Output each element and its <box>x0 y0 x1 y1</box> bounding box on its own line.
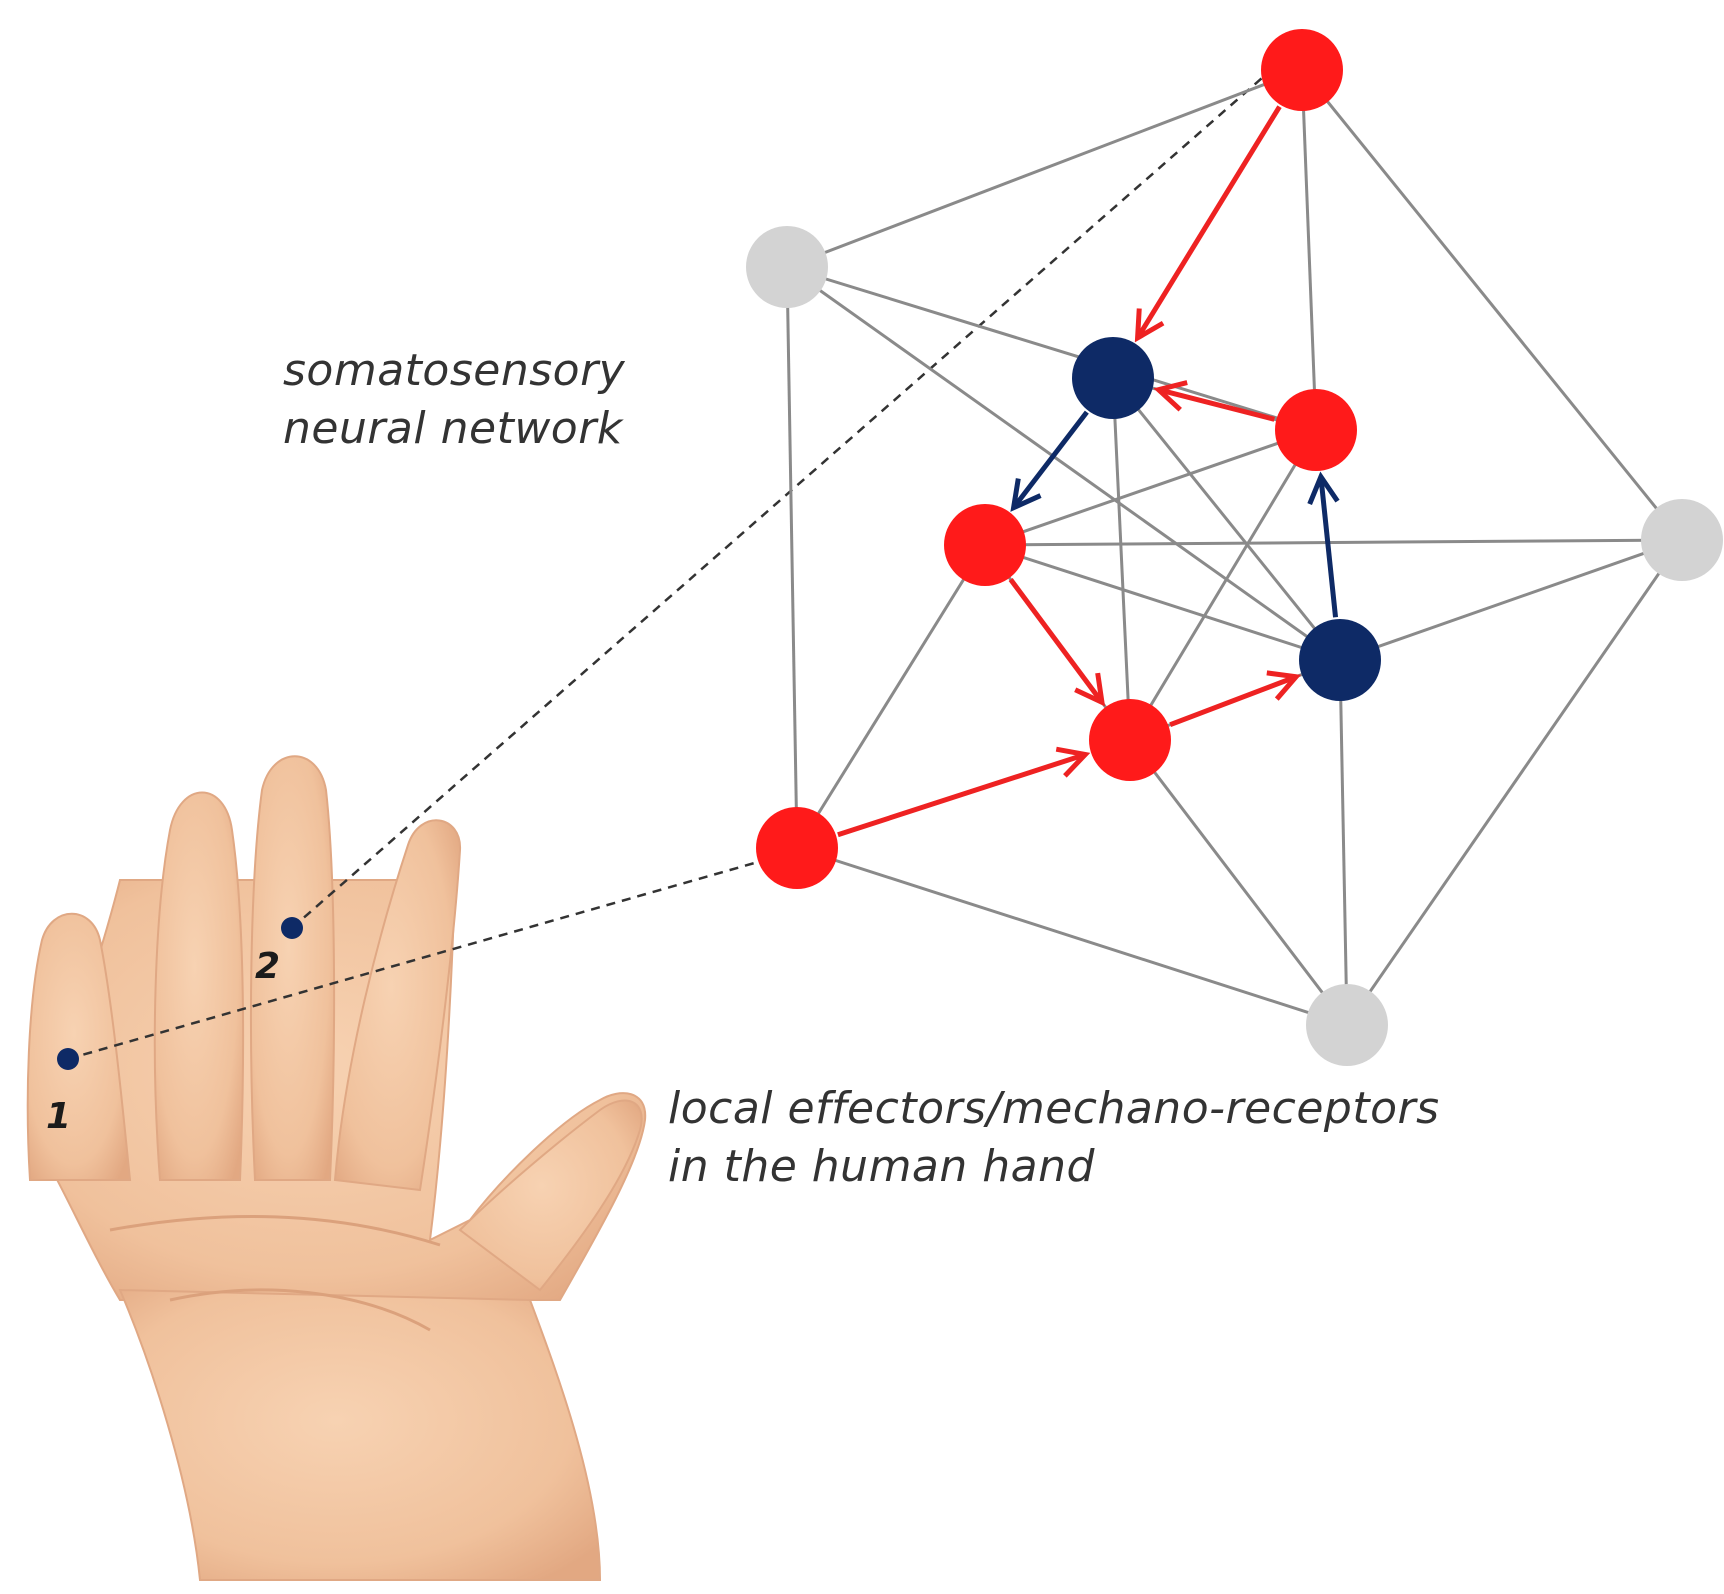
hand-caption-line-2: in the human hand <box>668 1141 1095 1192</box>
network-arrow-inner-top-to-inner-left <box>1010 410 1089 512</box>
network-edge <box>1300 69 1318 431</box>
network-caption-line-2: neural network <box>283 403 623 454</box>
receptor-label-2: 2 <box>255 946 281 987</box>
network-edge <box>1111 377 1342 661</box>
arrow-head <box>1153 380 1188 412</box>
network-edges <box>785 68 1684 1027</box>
network-nodes <box>746 29 1723 1066</box>
middle-finger <box>249 755 336 1181</box>
arrow-shaft <box>1157 387 1275 422</box>
network-arrow-top-to-inner-top <box>1134 105 1282 343</box>
arrow-head <box>1074 672 1106 707</box>
arrow-head <box>1266 670 1302 701</box>
network-edge <box>796 846 1348 1027</box>
network-edge <box>786 68 1303 269</box>
network-node-inner-bottom <box>1089 699 1171 781</box>
network-node-upper-left <box>746 226 828 308</box>
network-edge <box>785 266 799 849</box>
network-edge <box>984 543 1341 662</box>
arrow-shaft <box>837 752 1087 838</box>
network-arrow-inner-left-to-inner-bottom <box>1008 578 1106 707</box>
network-caption-line-1: somatosensory <box>283 345 626 396</box>
arrow-head <box>1055 746 1091 778</box>
network-edge <box>786 265 1317 432</box>
palm-lower <box>118 1288 602 1581</box>
ring-finger <box>153 791 245 1181</box>
network-node-lower-left <box>756 807 838 889</box>
network-edge <box>795 544 987 849</box>
pinky-finger <box>26 912 132 1181</box>
network-edge <box>1128 429 1318 741</box>
network-node-inner-left <box>944 504 1026 586</box>
network-arrow-inner-lower-right-to-inner-right <box>1307 471 1340 618</box>
network-arrow-inner-right-to-inner-top <box>1153 380 1275 422</box>
network-edge <box>1111 377 1132 741</box>
human-hand-illustration <box>26 755 647 1581</box>
network-edge <box>786 265 1341 662</box>
index-finger <box>333 819 462 1192</box>
network-arrows <box>837 105 1340 838</box>
arrow-head <box>1307 471 1340 506</box>
receptor-point-2 <box>281 917 303 939</box>
network-arrow-inner-bottom-to-inner-lower-right <box>1169 670 1302 728</box>
arrow-shaft <box>1318 476 1339 618</box>
network-node-bottom <box>1306 984 1388 1066</box>
thumb <box>458 1099 643 1292</box>
network-edge <box>984 428 1317 547</box>
network-node-inner-lower-right <box>1299 619 1381 701</box>
receptor-point-1 <box>57 1048 79 1070</box>
arrow-head <box>1134 308 1165 343</box>
receptor-label-1: 1 <box>46 1096 72 1137</box>
network-edge <box>1345 539 1684 1026</box>
network-node-right <box>1641 499 1723 581</box>
arrow-shaft <box>1008 578 1104 704</box>
network-edge <box>1300 69 1684 541</box>
arrow-shaft <box>1135 105 1282 340</box>
network-edge <box>1338 659 1349 1026</box>
network-edge <box>984 538 1683 547</box>
projection-line-point-2-a <box>291 77 1263 929</box>
hand-caption-line-1: local effectors/mechano-receptors <box>668 1083 1440 1134</box>
network-node-inner-right <box>1275 389 1357 471</box>
palm-crease <box>109 1214 441 1247</box>
palm-crease <box>169 1288 431 1332</box>
hand-caption: local effectors/mechano-receptors in the… <box>668 1080 1440 1196</box>
network-edge <box>1128 739 1349 1026</box>
arrow-shaft <box>1169 674 1297 728</box>
arrow-head <box>1010 478 1042 512</box>
network-node-top <box>1261 29 1343 111</box>
network-arrow-lower-left-to-inner-bottom <box>837 746 1091 838</box>
projection-line-point-1 <box>67 860 759 1061</box>
network-edge <box>1339 538 1683 662</box>
arrow-shaft <box>1011 410 1089 510</box>
projection-lines <box>67 77 1263 1061</box>
network-caption: somatosensory neural network <box>283 342 625 458</box>
network-node-inner-top <box>1072 337 1154 419</box>
